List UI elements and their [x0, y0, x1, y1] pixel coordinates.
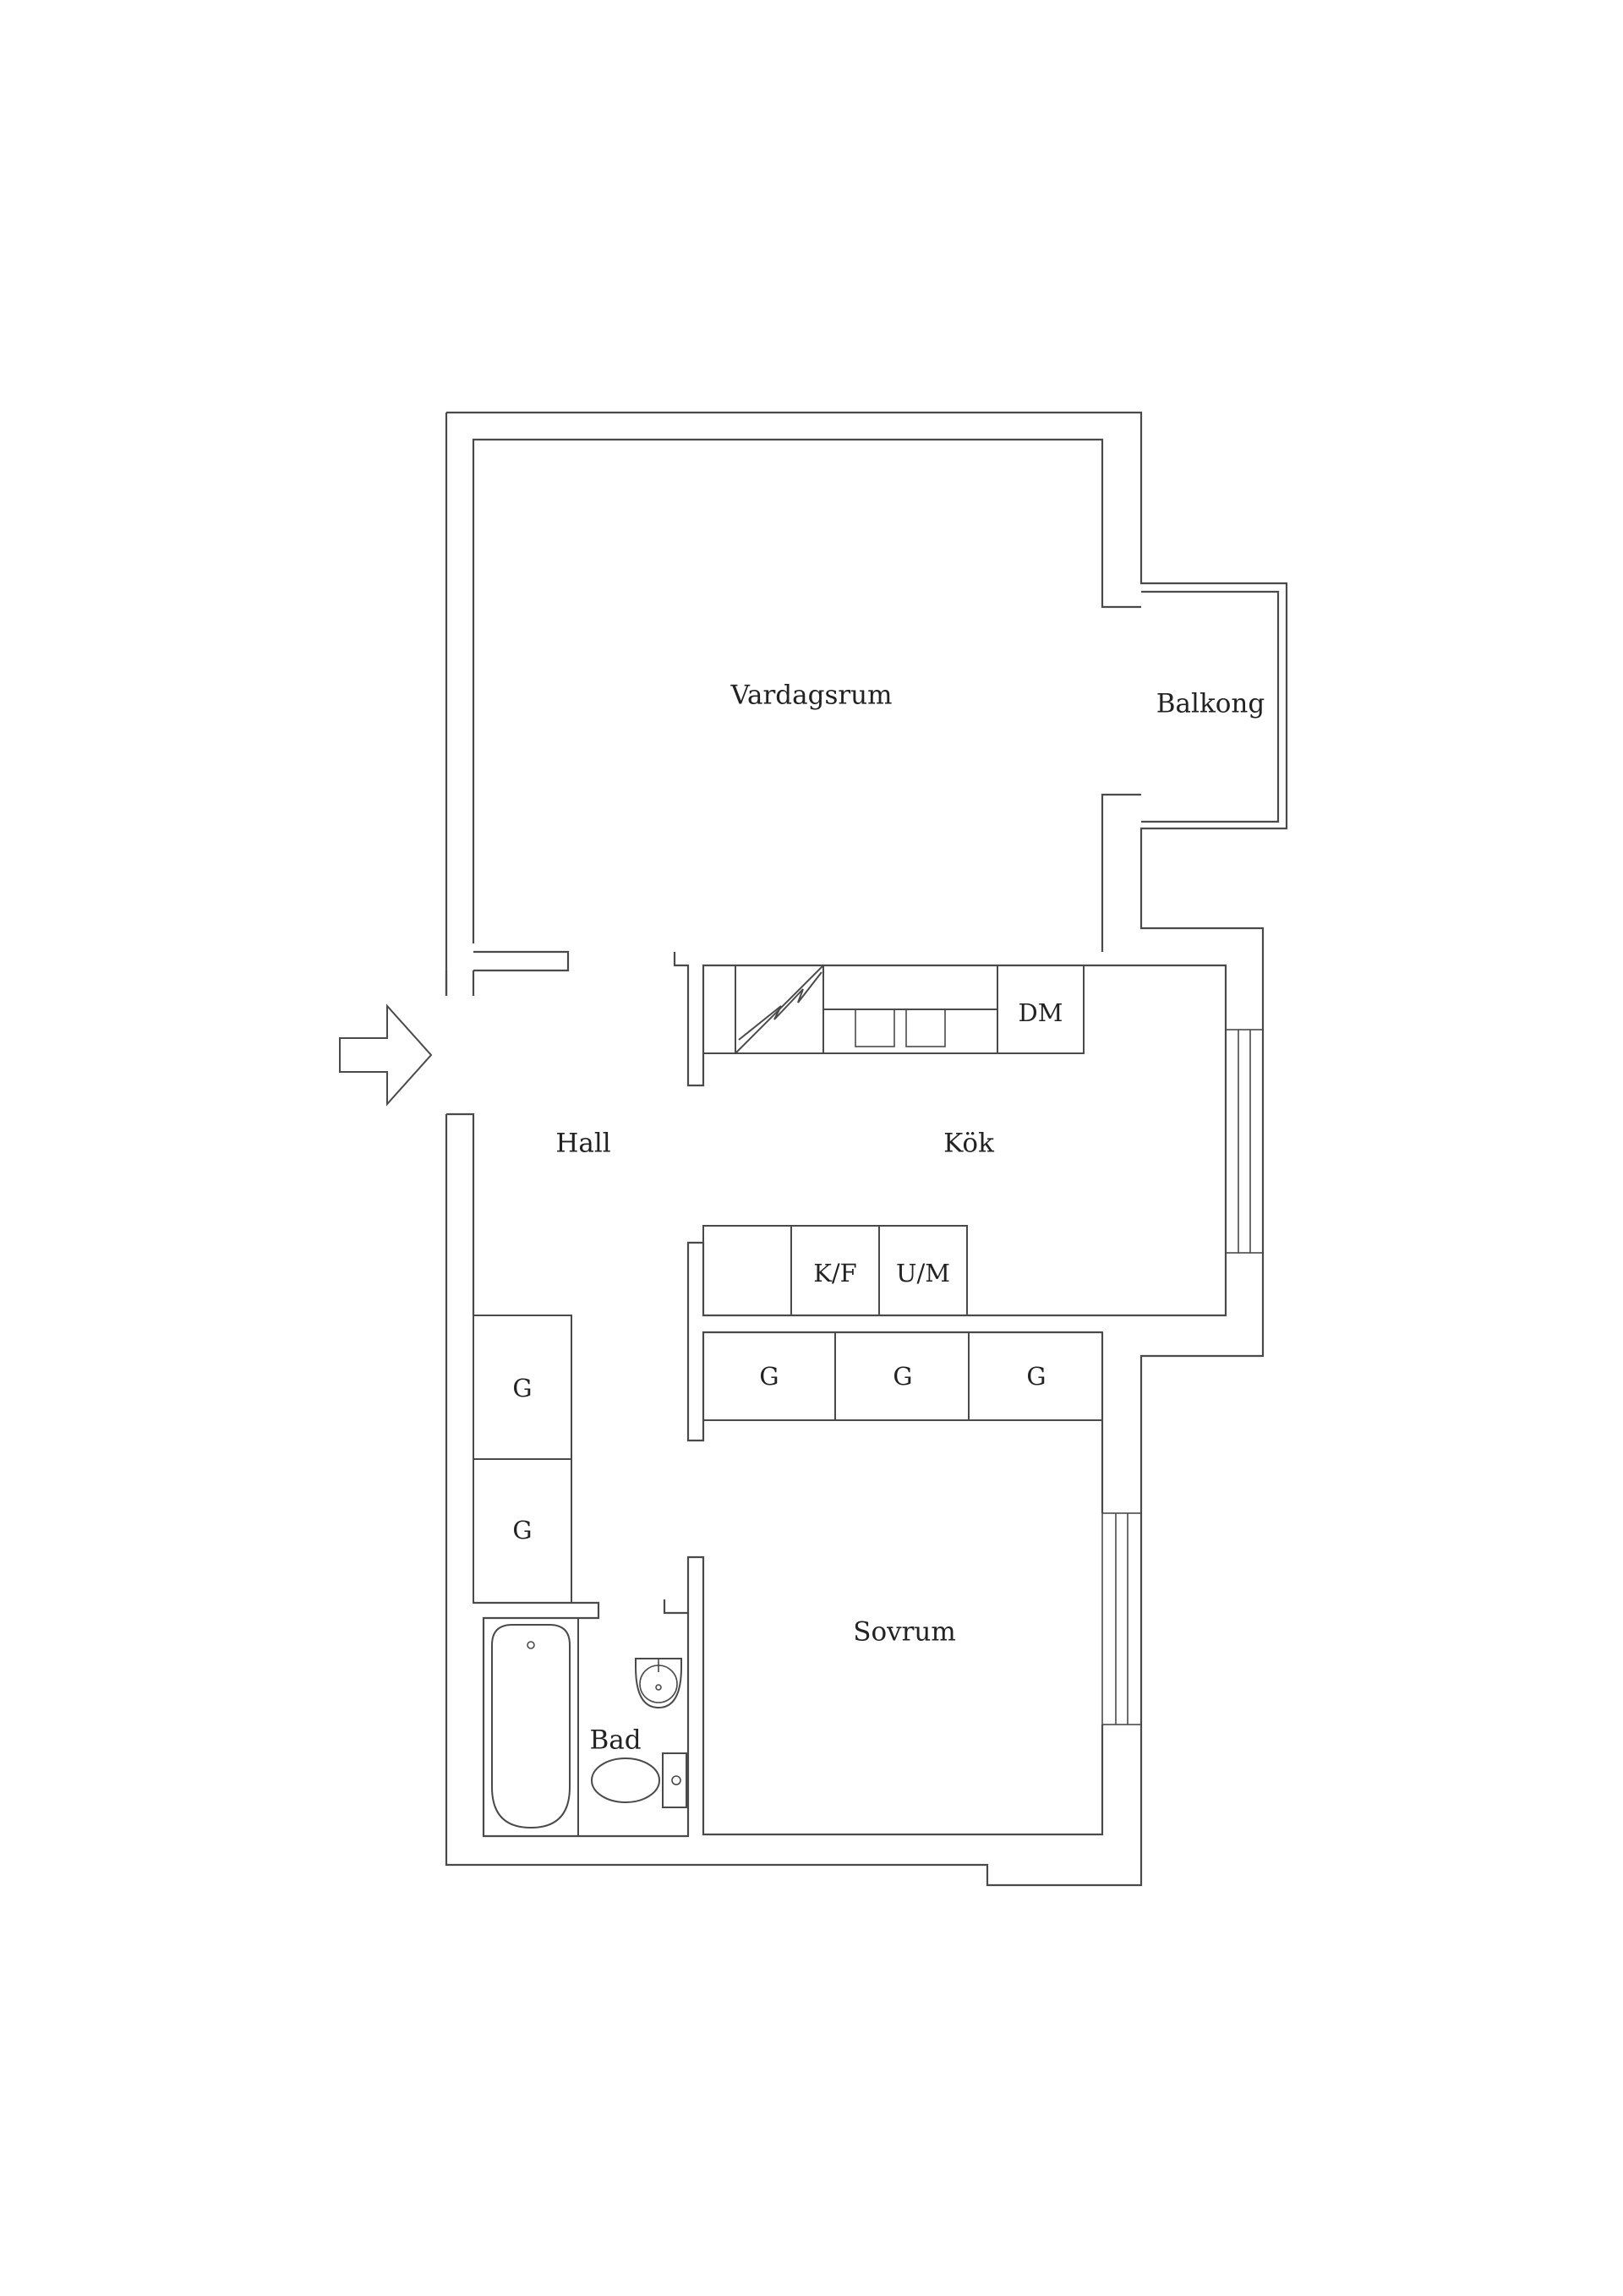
label-dm: DM: [1019, 998, 1063, 1027]
kitchen-upper-wall: [673, 952, 1227, 1442]
hall-wall-segment: [472, 950, 570, 996]
label-wardrobe-5: G: [512, 1516, 532, 1544]
label-bad: Bad: [589, 1725, 641, 1756]
label-hall: Hall: [555, 1129, 610, 1159]
label-wardrobe-1: G: [759, 1362, 779, 1391]
label-wardrobe-3: G: [1026, 1362, 1046, 1391]
bathroom-walls: [473, 1601, 690, 1838]
kitchen-counter-bottom: [702, 1225, 968, 1316]
living-room-walls: [472, 438, 1141, 952]
kitchen-counter-top: [702, 965, 1085, 1054]
bedroom-walls: [663, 1332, 1104, 1836]
washbasin-icon: [635, 1658, 682, 1709]
bathtub-icon: [491, 1624, 571, 1829]
sink-icon: [855, 1009, 946, 1047]
bedroom-window-icon: [1101, 1512, 1142, 1725]
label-sovrum: Sovrum: [853, 1617, 956, 1648]
entrance-walls: [445, 970, 475, 1315]
outer-wall: [445, 411, 1288, 1887]
entrance-arrow-icon: [339, 1003, 433, 1107]
label-wardrobe-2: G: [893, 1362, 912, 1391]
balcony-outline: [1141, 590, 1280, 823]
toilet-icon: [591, 1752, 687, 1808]
label-kf: K/F: [813, 1259, 857, 1287]
label-wardrobe-4: G: [512, 1374, 532, 1402]
kitchen-window-icon: [1225, 1029, 1264, 1254]
stove-icon: [735, 965, 824, 1054]
wardrobe-column-hall: [473, 1315, 572, 1604]
label-kok: Kök: [943, 1129, 994, 1159]
label-vardagsrum: Vardagsrum: [730, 681, 892, 711]
label-balkong: Balkong: [1156, 689, 1265, 719]
label-um: U/M: [896, 1259, 950, 1287]
